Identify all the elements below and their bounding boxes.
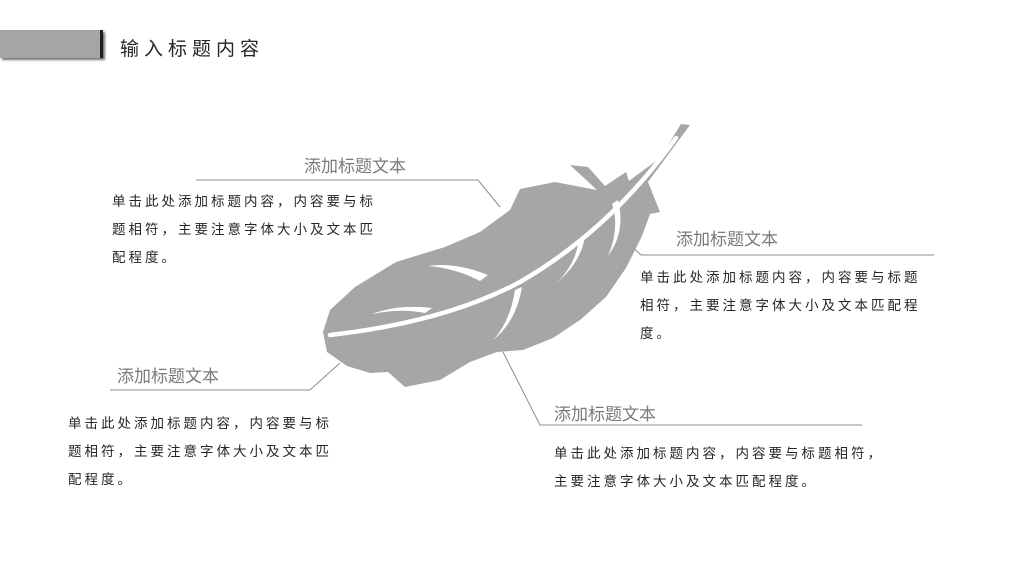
callout-body-4: 单击此处添加标题内容，内容要与标题相符， 主要注意字体大小及文本匹配程度。 bbox=[554, 440, 884, 496]
callout-title-1: 添加标题文本 bbox=[304, 157, 406, 177]
callout-title-4: 添加标题文本 bbox=[554, 405, 656, 425]
feather-icon bbox=[323, 124, 690, 387]
callout-2-line-1: 单击此处添加标题内容，内容要与标题 bbox=[640, 270, 921, 286]
callout-2-line-3: 度。 bbox=[640, 326, 673, 342]
callout-3-line-2: 题相符，主要注意字体大小及文本匹 bbox=[68, 444, 332, 460]
callout-1-line-3: 配程度。 bbox=[112, 250, 178, 266]
page-title: 输入标题内容 bbox=[120, 38, 265, 60]
connector-line-top-left bbox=[196, 179, 501, 208]
callout-body-2: 单击此处添加标题内容，内容要与标题 相符，主要注意字体大小及文本匹配程 度。 bbox=[640, 264, 921, 348]
connector-line-bottom-left bbox=[110, 362, 341, 391]
callout-4-line-2: 主要注意字体大小及文本匹配程度。 bbox=[554, 474, 818, 490]
connector-line-top-right bbox=[624, 239, 934, 256]
callout-title-2: 添加标题文本 bbox=[676, 230, 778, 250]
callout-body-1: 单击此处添加标题内容，内容要与标 题相符，主要注意字体大小及文本匹 配程度。 bbox=[112, 188, 376, 272]
callout-1-line-1: 单击此处添加标题内容，内容要与标 bbox=[112, 194, 376, 210]
callout-1-line-2: 题相符，主要注意字体大小及文本匹 bbox=[112, 222, 376, 238]
callout-3-line-3: 配程度。 bbox=[68, 472, 134, 488]
callout-4-line-1: 单击此处添加标题内容，内容要与标题相符， bbox=[554, 446, 884, 462]
callout-3-line-1: 单击此处添加标题内容，内容要与标 bbox=[68, 416, 332, 432]
callout-title-3: 添加标题文本 bbox=[117, 367, 219, 387]
callout-body-3: 单击此处添加标题内容，内容要与标 题相符，主要注意字体大小及文本匹 配程度。 bbox=[68, 410, 332, 494]
title-accent-bar bbox=[0, 30, 103, 58]
callout-2-line-2: 相符，主要注意字体大小及文本匹配程 bbox=[640, 298, 921, 314]
connector-line-bottom-right bbox=[502, 351, 862, 426]
